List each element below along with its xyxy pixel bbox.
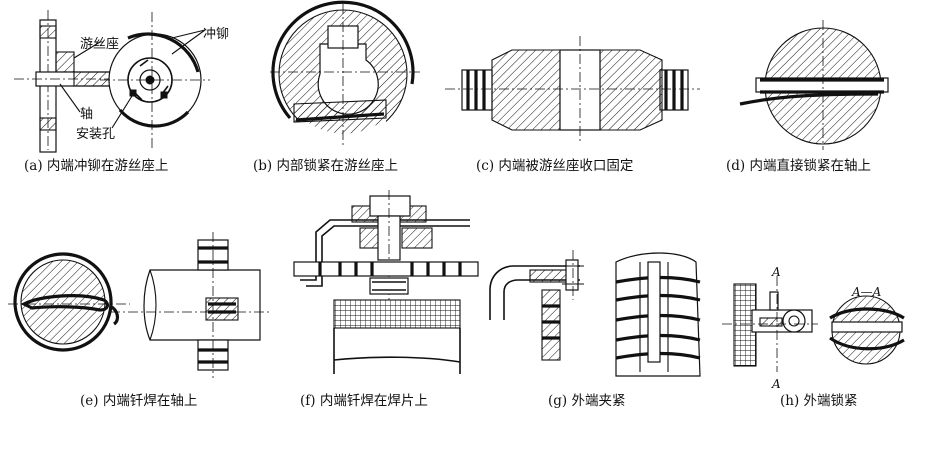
label-hairspring-seat: 游丝座 <box>80 37 119 52</box>
caption-g: (g) 外端夹紧 <box>548 393 625 409</box>
label-punch-rivet: 冲铆 <box>203 27 229 42</box>
panel-d: (d) 内端直接锁紧在轴上 <box>726 20 889 174</box>
panel-e: (e) 内端钎焊在轴上 <box>8 232 270 409</box>
label-mounting-hole: 安装孔 <box>76 127 115 142</box>
panel-a: 游丝座 冲铆 轴 安装孔 (a) 内端冲铆在游丝座上 <box>14 10 229 174</box>
seat-left-section <box>491 49 561 131</box>
seat-right-section <box>599 49 663 131</box>
solder-tab-block <box>333 299 461 329</box>
panel-h: A A A—A (h) 外端锁紧 <box>722 265 905 409</box>
panel-c: (c) 内端被游丝座收口固定 <box>445 36 700 174</box>
caption-a: (a) 内端冲铆在游丝座上 <box>24 158 168 174</box>
label-shaft: 轴 <box>80 107 93 122</box>
label-a-top: A <box>771 265 781 279</box>
caption-b: (b) 内部锁紧在游丝座上 <box>253 158 398 174</box>
label-a-bottom: A <box>771 377 781 391</box>
caption-e: (e) 内端钎焊在轴上 <box>80 393 197 409</box>
clamp-stud <box>541 289 561 361</box>
caption-c: (c) 内端被游丝座收口固定 <box>476 158 633 174</box>
panel-b: (b) 内部锁紧在游丝座上 <box>253 0 420 174</box>
solder-joint <box>205 297 239 321</box>
caption-h: (h) 外端锁紧 <box>780 393 858 409</box>
caption-d: (d) 内端直接锁紧在轴上 <box>726 157 871 174</box>
hairspring-seat-block <box>55 51 75 73</box>
panel-f: (f) 内端钎焊在焊片上 <box>293 190 479 409</box>
label-section-aa: A—A <box>851 285 882 299</box>
panel-g: (g) 外端夹紧 <box>489 250 701 409</box>
caption-f: (f) 内端钎焊在焊片上 <box>300 393 428 409</box>
